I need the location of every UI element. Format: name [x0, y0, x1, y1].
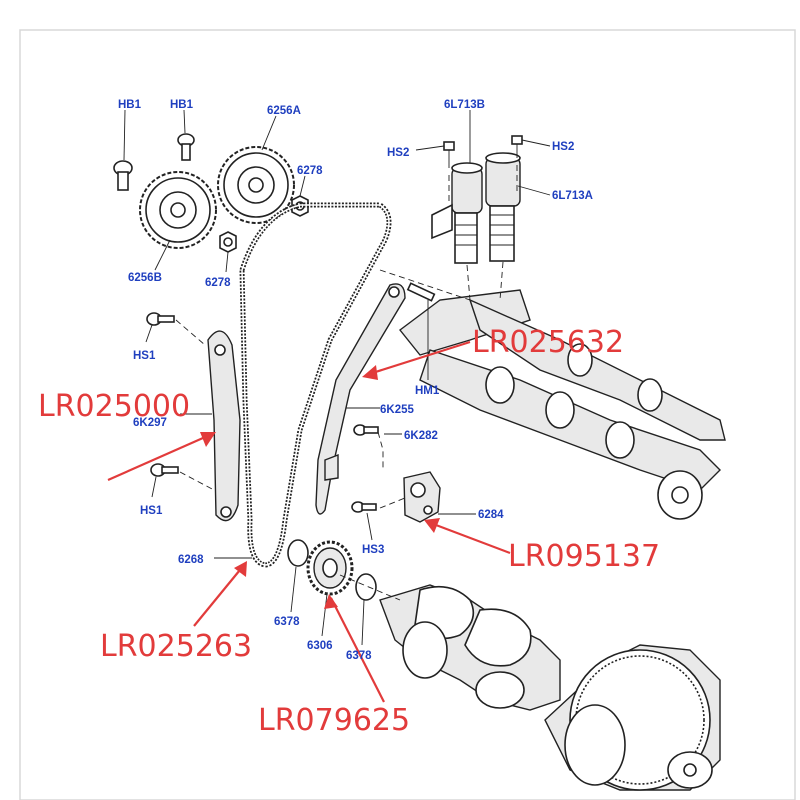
bolt-hs3 [351, 501, 377, 513]
label-hs2-right: HS2 [552, 141, 574, 153]
callout-lr079625: LR079625 [258, 703, 410, 738]
label-6256a: 6256A [267, 105, 301, 117]
label-6378-left: 6378 [274, 616, 300, 628]
pin-hm1 [406, 282, 436, 302]
chain-tensioner-6284 [403, 471, 441, 523]
label-hb1-right: HB1 [170, 99, 194, 111]
bolt-hs2-left [443, 141, 455, 168]
label-hs3: HS3 [362, 544, 384, 556]
label-6278-top: 6278 [297, 165, 323, 177]
callout-lr095137: LR095137 [508, 539, 660, 574]
label-6378-right: 6378 [346, 650, 372, 662]
cam-gear-6256a [217, 146, 295, 224]
label-6268: 6268 [178, 554, 204, 566]
tensioner-guide-6k297 [207, 330, 241, 522]
solenoid-valve-6l713a [485, 152, 521, 262]
washer-6278-bottom [219, 231, 237, 253]
bolt-hb1-right [177, 133, 195, 161]
label-6284: 6284 [478, 509, 504, 521]
page-border [19, 29, 796, 800]
chain-axis-dash [379, 269, 471, 301]
label-hs1-bottom: HS1 [140, 505, 163, 517]
callout-lr025632: LR025632 [472, 325, 624, 360]
label-6306: 6306 [307, 640, 333, 652]
fixed-guide-6k255 [315, 283, 406, 515]
washer-6378-left [287, 539, 309, 567]
hs1-dashes [175, 319, 215, 491]
label-hm1: HM1 [415, 385, 440, 397]
solenoid-valve-6l713b [451, 162, 483, 264]
6k282-dash [377, 431, 384, 470]
label-hs2-left: HS2 [387, 147, 409, 159]
callout-arrows [107, 340, 511, 703]
bolt-hb1-left [113, 160, 133, 191]
leader-lines [123, 109, 551, 646]
camshafts [399, 289, 726, 520]
label-6k282: 6K282 [404, 430, 438, 442]
label-6k255: 6K255 [380, 404, 414, 416]
bolt-hs1-bottom [150, 463, 179, 477]
callout-lr025263: LR025263 [100, 629, 252, 664]
label-6278-bottom: 6278 [205, 277, 231, 289]
label-6l713b: 6L713B [444, 99, 485, 111]
cam-gear-6256b [139, 171, 217, 249]
crank-axis-dash [339, 574, 401, 601]
label-6k297: 6K297 [133, 417, 167, 429]
crank-sprocket-6306 [306, 540, 354, 596]
solenoid-dashes [448, 165, 518, 301]
label-hb1-left: HB1 [118, 99, 142, 111]
label-6256b: 6256B [128, 272, 162, 284]
bolt-hs1-top [146, 312, 175, 326]
hs3-dash [379, 497, 406, 509]
bolt-6k282 [353, 424, 379, 436]
label-6l713a: 6L713A [552, 190, 593, 202]
solenoid-bracket [431, 203, 453, 240]
label-hs1-top: HS1 [133, 350, 156, 362]
callout-lr025000: LR025000 [38, 389, 190, 424]
washer-6378-right [355, 573, 377, 601]
crankshaft [379, 584, 721, 791]
